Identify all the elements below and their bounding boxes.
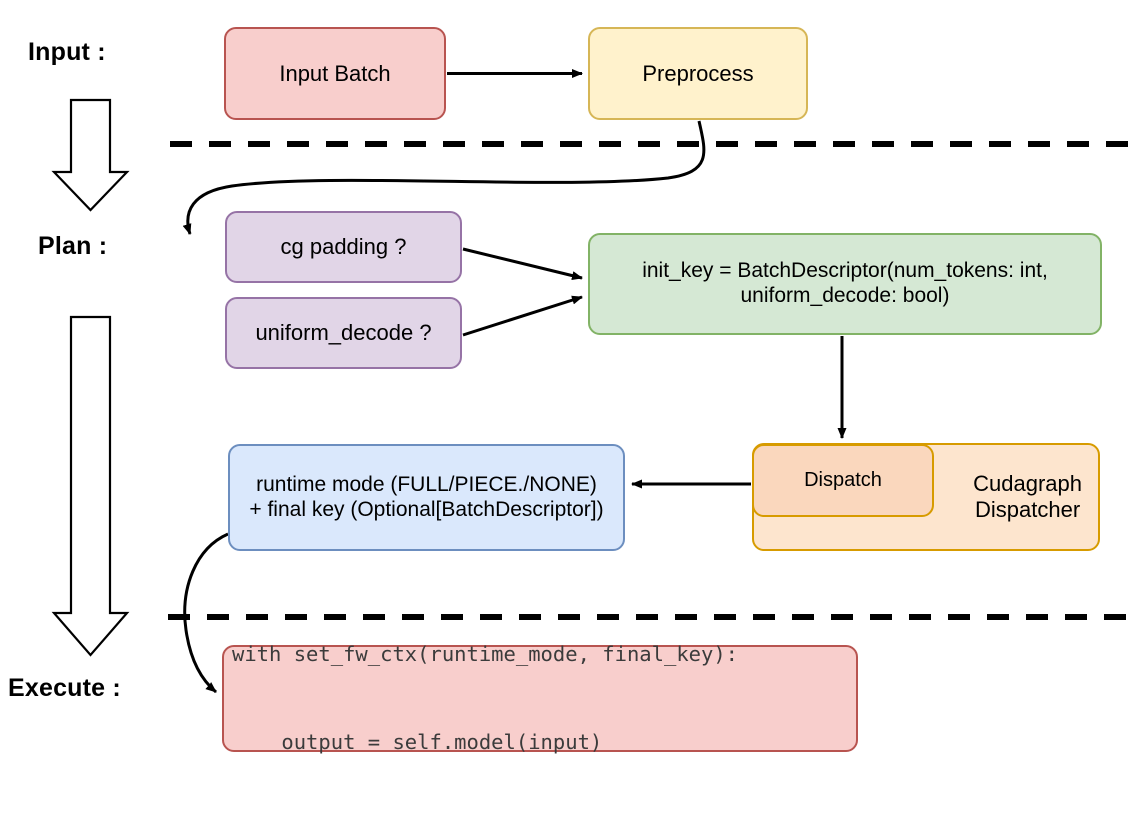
node-dispatch[interactable]: Dispatch: [752, 444, 934, 517]
node-runtime-mode-line-2: + final key (Optional[BatchDescriptor]): [249, 497, 604, 521]
node-input-batch[interactable]: Input Batch: [224, 27, 446, 120]
node-execute-code[interactable]: with set_fw_ctx(runtime_mode, final_key)…: [222, 642, 858, 754]
diagram-canvas: Input : Plan : Execute : Input Batch Pre…: [8, 27, 1128, 754]
node-runtime-mode-line-1: runtime mode (FULL/PIECE./NONE): [256, 472, 597, 496]
node-preprocess-label: Preprocess: [642, 60, 754, 86]
stage-label-plan: Plan :: [38, 232, 108, 260]
stage-label-input: Input :: [28, 38, 106, 66]
node-execute-code-text: with set_fw_ctx(runtime_mode, final_key)…: [232, 582, 738, 815]
node-runtime-mode[interactable]: runtime mode (FULL/PIECE./NONE) + final …: [228, 444, 625, 551]
node-runtime-mode-text: runtime mode (FULL/PIECE./NONE) + final …: [249, 473, 603, 523]
stage-label-execute: Execute :: [8, 674, 121, 702]
node-execute-code-line-2: output = self.model(input): [232, 729, 603, 754]
node-uniform-decode-label: uniform_decode ?: [255, 320, 432, 346]
edge-cg-padding-to-init-key: [462, 247, 583, 281]
node-uniform-decode[interactable]: uniform_decode ?: [225, 297, 462, 369]
node-init-key[interactable]: init_key = BatchDescriptor(num_tokens: i…: [588, 233, 1102, 335]
node-preprocess[interactable]: Preprocess: [588, 27, 808, 120]
node-init-key-line-1: init_key = BatchDescriptor(num_tokens: i…: [642, 259, 1048, 283]
node-input-batch-label: Input Batch: [279, 60, 391, 86]
node-init-key-text: init_key = BatchDescriptor(num_tokens: i…: [642, 259, 1048, 309]
input-to-plan-arrow: [51, 98, 130, 212]
node-cudagraph-dispatcher-text: Cudagraph Dispatcher: [973, 471, 1082, 523]
plan-to-execute-arrow: [51, 315, 130, 657]
node-execute-code-line-1: with set_fw_ctx(runtime_mode, final_key)…: [232, 642, 739, 667]
node-init-key-line-2: uniform_decode: bool): [740, 284, 950, 307]
node-cudagraph-dispatcher-line-2: Dispatcher: [974, 497, 1081, 522]
node-cg-padding[interactable]: cg padding ?: [225, 211, 462, 283]
edge-uniform-decode-to-init-key: [462, 295, 583, 337]
node-cg-padding-label: cg padding ?: [280, 234, 407, 260]
node-cudagraph-dispatcher-line-1: Cudagraph: [973, 471, 1082, 497]
node-dispatch-label: Dispatch: [804, 468, 882, 491]
